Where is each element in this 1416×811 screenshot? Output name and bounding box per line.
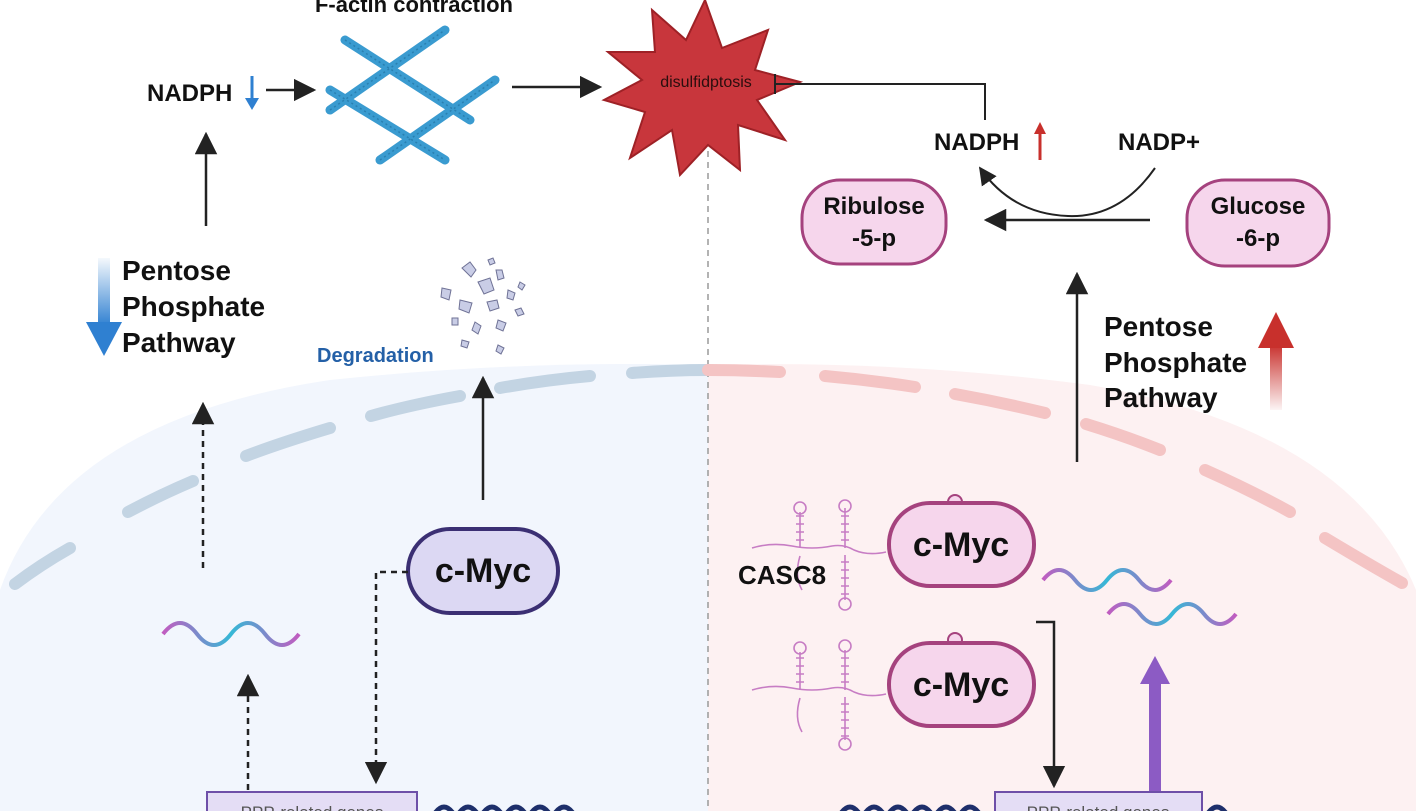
left-cmyc-label: c-Myc [435, 552, 531, 590]
genes-upregulation-arrow [1140, 656, 1170, 792]
left-ppp-line1: Pentose [122, 255, 231, 286]
glucose-line1: Glucose [1211, 193, 1306, 220]
right-ppp-up-icon [1258, 312, 1294, 410]
ribulose-line2: -5-p [852, 225, 896, 252]
right-genes-label: PPP-related genes [1027, 803, 1170, 811]
right-dna-icon [839, 804, 1228, 811]
right-genes-box [994, 791, 1203, 811]
casc8-lncrna-icon-2 [751, 639, 887, 751]
right-cmyc-label-1: c-Myc [913, 526, 1009, 564]
left-genes-box [206, 791, 418, 811]
right-ppp-line3: Pathway [1104, 382, 1218, 413]
left-ppp-line2: Phosphate [122, 291, 265, 322]
left-ppp-down-icon [86, 258, 122, 356]
cmyc-to-right-genes-connector [1036, 620, 1066, 789]
degradation-label: Degradation [317, 345, 434, 367]
right-ppp-line2: Phosphate [1104, 347, 1247, 378]
glucose-line2: -6-p [1236, 225, 1280, 252]
right-membrane [702, 364, 1408, 589]
factin-title: F-actin contraction [315, 0, 513, 17]
degradation-fragments-icon [440, 257, 526, 355]
nadp-to-nadph-curve [978, 166, 1156, 218]
disulfidptosis-star-icon [601, 0, 804, 178]
right-nadph-label: NADPH [934, 129, 1019, 156]
nadp-plus-label: NADP+ [1118, 129, 1200, 156]
right-mrna-icon-1 [1041, 568, 1173, 592]
right-ppp-line1: Pentose [1104, 311, 1213, 342]
right-cmyc-pill-2 [887, 632, 1036, 728]
left-nadph-down-icon [245, 76, 259, 110]
right-cmyc-pill-1 [887, 494, 1036, 588]
casc8-label: CASC8 [738, 560, 826, 590]
left-nadph-label: NADPH [147, 80, 232, 107]
left-mrna-icon [161, 621, 301, 647]
right-nadph-up-icon [1034, 122, 1046, 160]
right-mrna-icon-2 [1106, 602, 1238, 626]
left-ppp-line3: Pathway [122, 327, 236, 358]
right-cell [708, 364, 1416, 811]
ribulose-pill [800, 178, 948, 266]
left-genes-label: PPP-related genes [241, 803, 384, 811]
disulfidptosis-label: disulfidptosis [660, 74, 752, 91]
nadph-inhibits-star-connector [774, 74, 986, 120]
glucose-pill [1185, 178, 1331, 268]
left-cell [0, 364, 708, 811]
casc8-lncrna-icon-1 [751, 499, 887, 611]
ribulose-line1: Ribulose [823, 193, 924, 220]
right-cmyc-label-2: c-Myc [913, 666, 1009, 704]
left-membrane [9, 364, 714, 590]
